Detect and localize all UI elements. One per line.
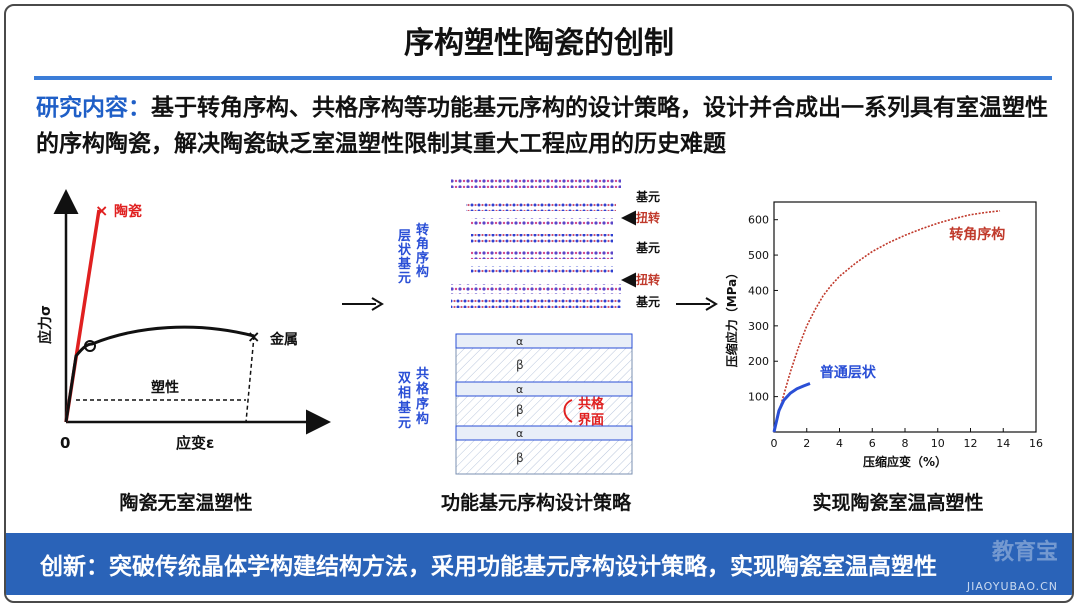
layered-label-4: 元 <box>398 271 411 286</box>
alpha-layer <box>455 333 633 349</box>
watermark-logo: 教育宝 <box>991 540 1058 565</box>
twist-label: 扭转 <box>636 210 660 225</box>
intro-paragraph: 研究内容：基于转角序构、共格序构等功能基元序构的设计策略，设计并合成出一系列具有… <box>36 90 1056 162</box>
y-tick-label: 500 <box>748 249 769 262</box>
slide-frame: 序构塑性陶瓷的创制 研究内容：基于转角序构、共格序构等功能基元序构的设计策略，设… <box>4 4 1074 603</box>
innovation-text: 创新：突破传统晶体学构建结构方法，采用功能基元序构设计策略，实现陶瓷室温高塑性 <box>40 554 937 580</box>
unit-label: 基元 <box>635 189 660 204</box>
flow-arrow-right <box>676 297 718 311</box>
x-tick-label: 2 <box>803 437 810 450</box>
page-title: 序构塑性陶瓷的创制 <box>404 26 674 61</box>
series-label: 转角序构 <box>949 226 1005 243</box>
alpha-layer <box>455 425 633 441</box>
y-axis-label: 压缩应力（MPa） <box>724 267 739 368</box>
title-rule <box>34 76 1052 80</box>
x-tick-label: 4 <box>836 437 843 450</box>
x-tick-label: 10 <box>931 437 945 450</box>
dual-label-4: 元 <box>398 416 411 431</box>
layer-band <box>451 298 621 308</box>
layer-band <box>471 234 613 243</box>
rotation-label-3: 序 <box>416 250 429 266</box>
compression-chart: 0 2 4 6 8 10 12 14 16 100 200 300 400 500 600 压缩应变（%） 压缩… <box>724 201 1043 469</box>
dual-label-2: 相 <box>398 385 411 401</box>
phase-label: β <box>516 358 524 372</box>
phase-label: β <box>516 451 524 465</box>
yield-point <box>84 340 96 352</box>
layered-label-1: 层 <box>398 229 411 244</box>
intro-body: 基于转角序构、共格序构等功能基元序构的设计策略，设计并合成出一系列具有室温塑性的… <box>36 95 1048 157</box>
coherent-label-3: 序 <box>416 396 429 412</box>
y-tick-label: 400 <box>748 284 769 297</box>
layer-band <box>471 250 613 259</box>
left-caption: 陶瓷无室温塑性 <box>119 492 253 514</box>
x-tick-label: 8 <box>902 437 909 450</box>
innovation-banner: 创新：突破传统晶体学构建结构方法，采用功能基元序构设计策略，实现陶瓷室温高塑性 … <box>6 533 1072 595</box>
layered-label-2: 状 <box>398 242 412 258</box>
phase-label: α <box>516 427 523 440</box>
layer-band <box>451 178 621 188</box>
phase-label: α <box>516 335 523 348</box>
interface-label-1: 共格 <box>578 396 605 412</box>
alpha-layer <box>455 381 633 397</box>
coherent-label-4: 构 <box>416 411 429 427</box>
metal-unload-line <box>245 335 255 423</box>
y-tick-label: 200 <box>748 355 769 368</box>
x-tick-label: 12 <box>964 437 978 450</box>
origin-label: 0 <box>60 434 70 452</box>
plasticity-label: 塑性 <box>151 379 179 396</box>
y-tick-label: 600 <box>748 214 769 227</box>
layer-band <box>471 266 613 275</box>
x-tick-label: 6 <box>869 437 876 450</box>
layer-band <box>451 284 621 294</box>
ceramic-break-mark: × <box>95 201 108 220</box>
coherent-label-1: 共 <box>416 366 429 382</box>
y-tick-label: 300 <box>748 320 769 333</box>
ceramic-label: 陶瓷 <box>114 203 142 220</box>
layer-band <box>471 218 613 227</box>
y-tick-label: 100 <box>748 391 769 404</box>
phase-label: β <box>516 403 524 417</box>
middle-caption: 功能基元序构设计策略 <box>440 492 631 514</box>
interface-bracket <box>563 399 573 423</box>
series-line <box>773 210 1001 433</box>
layered-label-3: 基 <box>397 256 412 272</box>
unit-structure-diagram: 转 角 序 构 层 状 基 元 基元 扭转 基元 扭转 基元 α β α β α… <box>397 178 660 475</box>
dual-label-1: 双 <box>398 371 411 386</box>
metal-curve <box>64 325 255 423</box>
unit-label: 基元 <box>635 240 660 255</box>
stress-strain-schematic: × 陶瓷 × 金属 塑性 应力σ 应变ε 0 <box>37 189 331 452</box>
x-tick-label: 0 <box>771 437 778 450</box>
rotation-label-2: 角 <box>416 236 429 252</box>
series-label: 普通层状 <box>820 364 877 381</box>
phase-label: α <box>516 383 523 396</box>
x-tick-label: 14 <box>996 437 1010 450</box>
twist-label: 扭转 <box>636 272 660 287</box>
rotation-label-4: 构 <box>416 264 429 280</box>
dual-label-3: 基 <box>397 400 412 416</box>
metal-label: 金属 <box>269 331 298 348</box>
x-tick-label: 16 <box>1029 437 1043 450</box>
watermark-url: JIAOYUBAO.CN <box>966 580 1058 593</box>
x-axis-label: 压缩应变（%） <box>863 454 947 469</box>
unit-label: 基元 <box>635 294 660 309</box>
coherent-label-2: 格 <box>416 381 430 397</box>
dual-phase-block <box>455 333 633 475</box>
y-axis-label: 应力σ <box>37 305 54 344</box>
layer-band <box>466 202 616 211</box>
flow-arrow-left <box>342 297 384 311</box>
interface-label-2: 界面 <box>578 412 604 428</box>
series-line <box>772 382 811 433</box>
chart-caption: 实现陶瓷室温高塑性 <box>812 492 984 514</box>
intro-lead: 研究内容： <box>36 95 151 121</box>
x-axis-label: 应变ε <box>176 434 214 452</box>
rotation-label-1: 转 <box>416 222 429 238</box>
